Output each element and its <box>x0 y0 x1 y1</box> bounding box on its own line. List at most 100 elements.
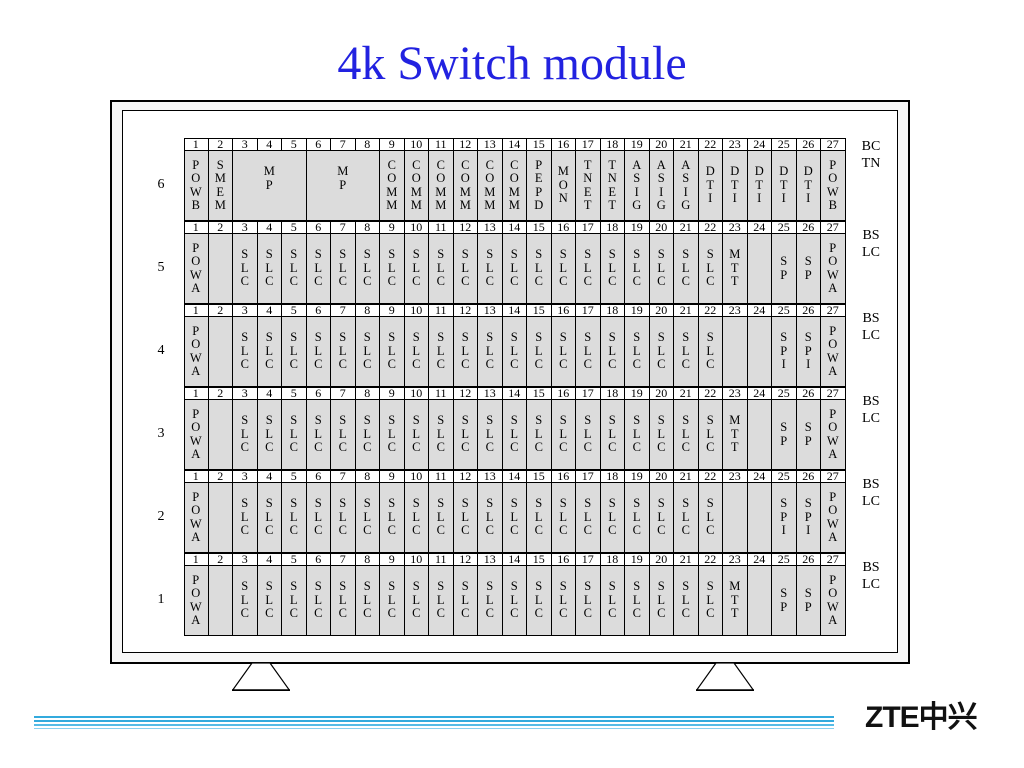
board-slot[interactable] <box>747 400 772 470</box>
board-slot[interactable] <box>723 317 748 387</box>
board-slot[interactable] <box>208 234 233 304</box>
board-slot[interactable] <box>208 566 233 636</box>
board-slot[interactable] <box>747 317 772 387</box>
board-slot[interactable] <box>747 566 772 636</box>
board-slot[interactable] <box>208 483 233 553</box>
